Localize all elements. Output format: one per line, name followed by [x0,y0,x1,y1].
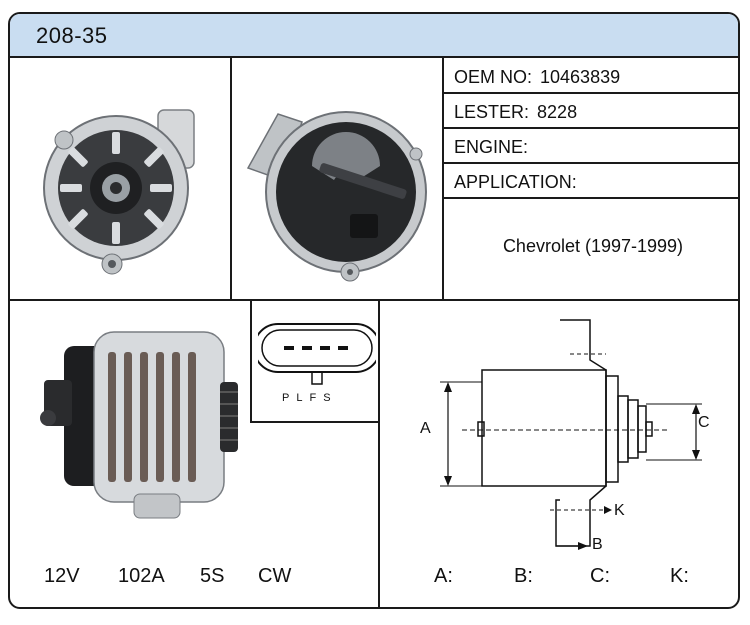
info-sep-1 [442,92,738,94]
spec-amperage: 102A [118,565,165,587]
diagram-label-a: A [420,420,431,437]
connector-pin-labels: PLFS [282,392,362,404]
info-sep-4 [442,197,738,199]
dim-b-label: B: [514,565,533,587]
spec-pulley: 5S [200,565,225,587]
lester-row: LESTER: 8228 [454,102,577,122]
lester-value: 8228 [537,102,578,122]
engine-row: ENGINE: [454,137,536,157]
dimension-diagram [440,319,702,550]
divider-h-main [10,299,738,301]
pin-p: P [282,392,297,404]
connector-diagram [258,323,376,385]
info-sep-2 [442,127,738,129]
pin-s: S [323,392,338,404]
dim-c-label: C: [590,565,610,587]
divider-v1 [230,58,232,300]
pin-f: F [309,392,324,404]
dim-a-label: A: [434,565,453,587]
diagram-label-k: K [614,502,625,519]
spec-rotation: CW [258,565,292,587]
product-spec-sheet: 208-35 OEM NO: 10463839 LESTER: 8228 ENGIN… [8,12,740,609]
connector-box-bottom [250,421,380,423]
oem-value: 10463839 [540,67,621,87]
divider-v3 [378,299,380,607]
connector-box-left [250,299,252,423]
oem-label: OEM NO: [454,67,533,87]
spec-voltage: 12V [44,565,80,587]
pin-l: L [296,392,310,404]
title-bar: 208-35 [10,14,738,58]
info-sep-3 [442,162,738,164]
dim-k-label: K: [670,565,689,587]
diagram-label-b: B [592,536,603,553]
engine-label: ENGINE: [454,137,529,157]
divider-v2 [442,58,444,300]
application-value: Chevrolet (1997-1999) [502,236,684,256]
application-row: APPLICATION: [454,172,585,192]
application-label: APPLICATION: [454,172,577,192]
oem-row: OEM NO: 10463839 [454,67,620,87]
part-number-title: 208-35 [36,23,108,48]
alternator-side-view [40,331,238,519]
diagram-label-c: C [698,414,710,431]
alternator-front-view [43,109,195,275]
lester-label: LESTER: [454,102,530,122]
alternator-rear-view [246,111,427,282]
